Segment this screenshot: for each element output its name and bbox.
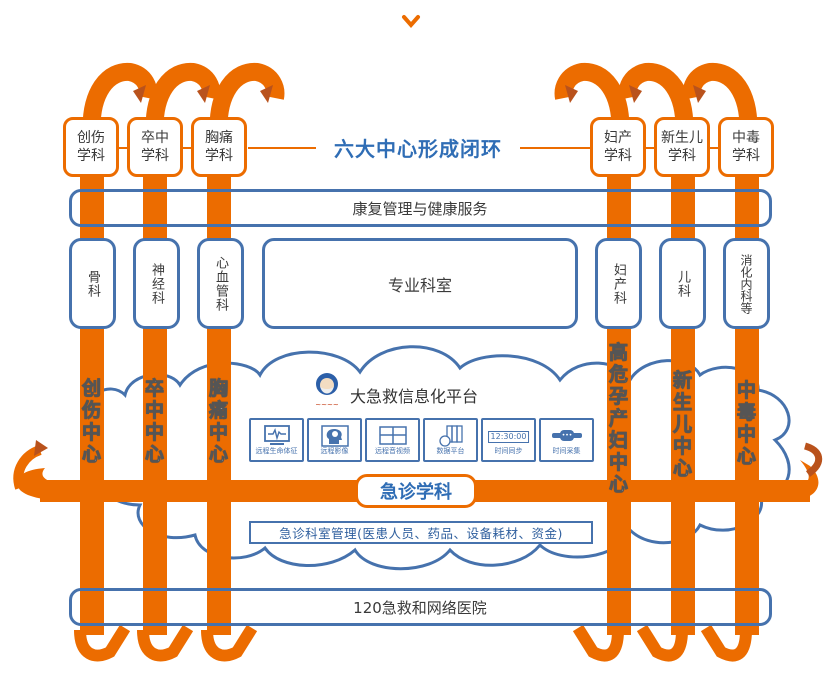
center-stroke: 卒中中心 <box>142 378 165 467</box>
center-neonatal: 新生儿中心 <box>670 370 693 481</box>
center-poisoning: 中毒中心 <box>734 380 757 469</box>
tile-label: 时间同步 <box>494 447 523 455</box>
box-link <box>183 147 191 149</box>
logo-graphic: ~~~~ <box>315 373 339 409</box>
dept-label: 儿科 <box>675 269 690 298</box>
title-connector-right <box>520 147 592 149</box>
tile-time-capture[interactable]: ••• 时间采集 <box>539 418 594 462</box>
specialty-room: 专业科室 <box>262 238 578 329</box>
strip-poisoning <box>735 140 759 635</box>
discipline-label: 胸痛 学科 <box>205 130 233 164</box>
tile-label: 远程音视频 <box>375 447 410 455</box>
strip-chest-pain <box>207 140 231 635</box>
wristband-icon: ••• <box>551 430 582 441</box>
emergency-discipline: 急诊学科 <box>355 474 477 508</box>
dept-label: 妇产科 <box>611 262 626 305</box>
title-connector-left <box>248 147 316 149</box>
discipline-chest-pain: 胸痛 学科 <box>191 117 247 177</box>
tile-label: 远程影像 <box>320 447 349 455</box>
dept-label: 神经科 <box>149 262 164 305</box>
discipline-label: 创伤 学科 <box>77 130 105 164</box>
discipline-label: 卒中 学科 <box>141 130 169 164</box>
loop-arrows-right <box>554 62 758 141</box>
tile-label: 远程生命体征 <box>255 447 298 455</box>
discipline-poisoning: 中毒 学科 <box>718 117 774 177</box>
loop-arrows-left <box>82 62 285 141</box>
tile-time-sync[interactable]: 12:30:00 时间同步 <box>481 418 536 462</box>
discipline-label: 妇产 学科 <box>604 130 632 164</box>
dept-label: 消化内科等 <box>739 253 753 314</box>
bottom-bar <box>69 588 772 626</box>
dept-cardiovascular: 心血管科 <box>197 238 244 329</box>
tile-label: 数据平台 <box>436 447 465 455</box>
tile-label: 时间采集 <box>552 447 581 455</box>
dept-obstetrics: 妇产科 <box>595 238 642 329</box>
discipline-label: 中毒 学科 <box>732 130 760 164</box>
database-cloud-icon <box>438 425 463 447</box>
platform-title: 大急救信息化平台 <box>350 387 479 406</box>
closed-loop-title: 六大中心形成闭环 <box>334 137 502 161</box>
box-link <box>646 147 654 149</box>
discipline-label: 新生儿 学科 <box>661 130 703 164</box>
dept-label: 骨科 <box>85 269 100 298</box>
brain-scan-icon <box>320 425 349 447</box>
dept-gastroenterology: 消化内科等 <box>723 238 770 329</box>
emergency-management-label: 急诊科室管理(医患人员、药品、设备耗材、资金) <box>279 526 563 541</box>
vital-signs-monitor-icon <box>263 425 290 445</box>
rehab-bar-label: 康复管理与健康服务 <box>260 198 580 219</box>
clock-display-icon: 12:30:00 <box>487 431 530 443</box>
chevron-down-icon <box>402 15 420 29</box>
center-chest-pain: 胸痛中心 <box>206 378 229 467</box>
bottom-curls <box>74 624 752 662</box>
emergency-discipline-label: 急诊学科 <box>380 482 452 503</box>
dept-label: 心血管科 <box>213 255 228 312</box>
svg-text:•••: ••• <box>561 432 572 439</box>
specialty-room-label: 专业科室 <box>387 275 452 295</box>
video-grid-icon <box>378 426 407 445</box>
box-link <box>119 147 127 149</box>
center-trauma: 创伤中心 <box>79 378 102 467</box>
discipline-trauma: 创伤 学科 <box>63 117 119 177</box>
emergency-management-box: 急诊科室管理(医患人员、药品、设备耗材、资金) <box>249 521 593 544</box>
dept-neurology: 神经科 <box>133 238 180 329</box>
tile-remote-av[interactable]: 远程音视频 <box>365 418 420 462</box>
clock-text: 12:30:00 <box>490 432 527 441</box>
box-link <box>710 147 718 149</box>
dept-pediatrics: 儿科 <box>659 238 706 329</box>
strip-maternal <box>607 140 631 635</box>
tile-remote-imaging[interactable]: 远程影像 <box>307 418 362 462</box>
strip-stroke <box>143 140 167 635</box>
svg-text:~~~~: ~~~~ <box>315 401 339 409</box>
discipline-obstetrics: 妇产 学科 <box>590 117 646 177</box>
rehab-bar <box>69 189 772 227</box>
tile-remote-vitals[interactable]: 远程生命体征 <box>249 418 304 462</box>
strip-trauma <box>80 140 104 635</box>
center-high-risk-maternal: 高危孕产妇中心 <box>606 342 629 497</box>
tile-data-platform[interactable]: 数据平台 <box>423 418 478 462</box>
discipline-neonatal: 新生儿 学科 <box>654 117 710 177</box>
bottom-bar-label: 120急救和网络医院 <box>260 597 580 618</box>
strip-neonatal <box>671 140 695 635</box>
doctor-avatar-logo: ~~~~ <box>308 370 346 410</box>
dept-orthopedics: 骨科 <box>69 238 116 329</box>
discipline-stroke: 卒中 学科 <box>127 117 183 177</box>
